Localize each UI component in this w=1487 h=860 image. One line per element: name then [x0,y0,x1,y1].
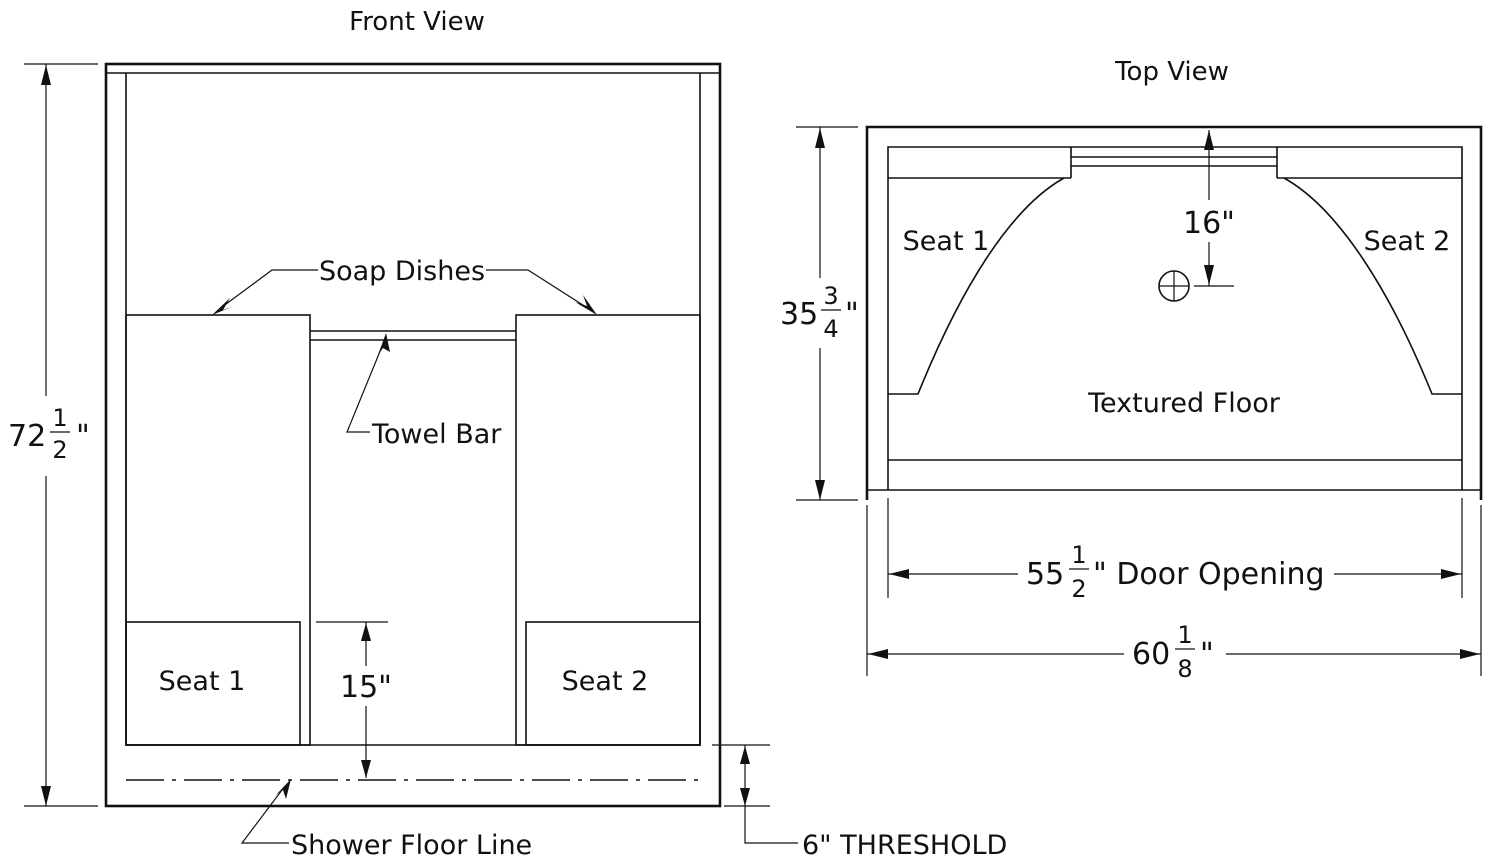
soap-dish-arrow-right [575,295,597,315]
depth-arrow-up [815,128,825,148]
soap-dishes-label: Soap Dishes [319,256,485,287]
width-dim-label: 60 1 8 " [1132,621,1214,683]
door-whole: 55 [1026,557,1064,592]
front-view: Front View Seat 1 Seat 2 Soap Dishes Tow… [8,7,1007,860]
width-arrow-left [868,649,888,659]
width-num: 1 [1177,621,1192,649]
drain-arrow-up [1204,130,1214,150]
front-outer-shell [104,62,722,808]
drain-offset-dim: 16" [1183,206,1235,241]
width-arrow-right [1460,649,1480,659]
front-view-title: Front View [349,7,485,37]
towel-bar-label: Towel Bar [371,419,502,450]
top-seat-2-edge [1283,177,1462,395]
front-seat-2-label: Seat 2 [562,666,649,697]
towel-bar [310,330,516,341]
door-suffix: " Door Opening [1093,557,1325,592]
threshold-label: 6" THRESHOLD [802,830,1007,860]
soap-dish-leader-left [221,269,318,308]
threshold-leader [744,806,798,844]
door-dim-label: 55 1 2 " Door Opening [1026,541,1325,603]
soap-dish-arrow-left [212,298,234,315]
shower-floor-label: Shower Floor Line [291,830,532,860]
top-seat-1-edge [888,177,1065,395]
textured-floor-label: Textured Floor [1087,388,1281,419]
depth-arrow-down [815,480,825,500]
height-unit: " [76,419,90,454]
width-unit: " [1200,637,1214,672]
shower-floor-leader [240,785,289,844]
top-inner-wall [887,146,1463,490]
depth-whole: 35 [780,297,818,332]
soap-dish-leader-right [486,269,587,308]
top-outer-shell [865,125,1483,500]
seat-height-dim: 15" [340,670,392,705]
width-whole: 60 [1132,637,1170,672]
drain-icon [1158,270,1190,302]
height-den: 2 [52,436,67,464]
depth-dim-label: 35 3 4 " [780,282,859,343]
top-view: Top View Seat 1 Seat 2 Textured Floor [780,57,1483,683]
depth-unit: " [845,297,859,332]
door-den: 2 [1071,575,1086,603]
top-seat-2-label: Seat 2 [1364,226,1451,257]
height-arrow-down [41,786,51,806]
top-seat-1-label: Seat 1 [903,226,990,257]
threshold-arrow-down [740,788,750,806]
front-seat-2 [525,621,701,746]
width-den: 8 [1177,655,1192,683]
seat-height-arrow-down [361,760,371,778]
towel-bar-leader [346,343,384,433]
shower-floor-arrow [276,779,291,799]
door-arrow-right [1441,569,1461,579]
towel-bar-arrow [378,333,390,355]
height-dim-label: 72 1 2 " [8,404,90,464]
door-num: 1 [1071,541,1086,569]
height-whole: 72 [8,419,46,454]
height-num: 1 [52,404,67,432]
front-seat-1 [125,621,301,746]
door-arrow-left [889,569,909,579]
drain-arrow-down [1204,265,1214,285]
depth-num: 3 [823,282,838,310]
seat-height-arrow-up [361,623,371,641]
threshold-arrow-up [740,746,750,764]
top-towel-bar [1071,156,1277,167]
depth-den: 4 [823,315,838,343]
front-seat-1-label: Seat 1 [159,666,246,697]
height-arrow-up [41,65,51,85]
top-view-title: Top View [1114,57,1229,87]
